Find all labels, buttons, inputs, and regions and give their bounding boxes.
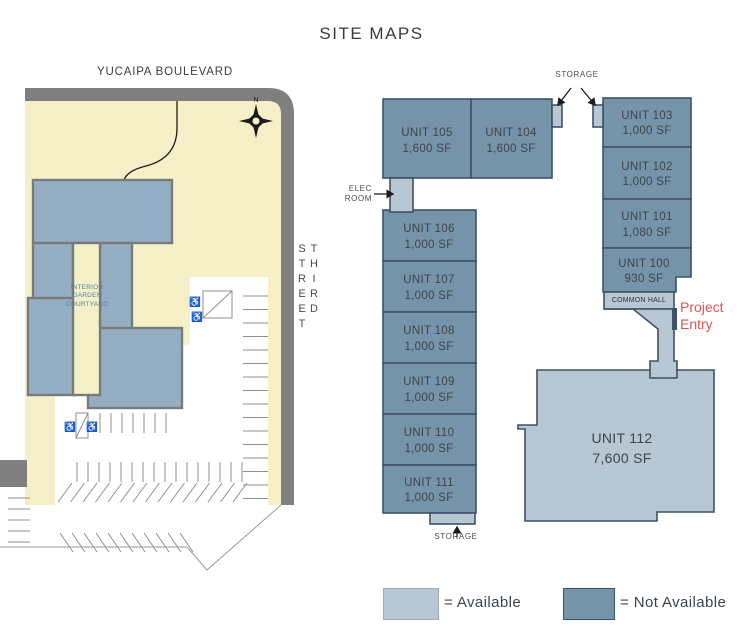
site-plan-svg: ♿ ♿ ♿ ♿ N — [0, 88, 294, 571]
svg-text:1,000 SF: 1,000 SF — [404, 443, 453, 455]
storage-box-right — [592, 104, 604, 128]
svg-text:1,000 SF: 1,000 SF — [622, 125, 671, 137]
unit-103-room — [602, 97, 692, 148]
unit-106-label: UNIT 106 — [403, 223, 454, 235]
unit-102-label: UNIT 102 — [621, 161, 672, 173]
unit-100-room — [602, 247, 692, 293]
unit-109-room — [382, 362, 477, 415]
wheelchair-icon: ♿ — [189, 296, 201, 308]
unit-101-room — [602, 198, 692, 249]
road-stub — [0, 460, 27, 487]
unit-104-label: UNIT 104 — [485, 127, 537, 139]
elec-room — [389, 177, 414, 213]
unit-107-room — [382, 260, 477, 313]
driveway-curve — [122, 101, 178, 184]
unit-108-label: UNIT 108 — [403, 325, 454, 337]
svg-text:930 SF: 930 SF — [625, 273, 664, 285]
svg-text:1,000 SF: 1,000 SF — [404, 341, 453, 353]
svg-text:1,000 SF: 1,000 SF — [404, 492, 453, 504]
common-hall-label: COMMON HALL — [611, 297, 667, 304]
building-complex — [26, 178, 184, 410]
unit-110-label: UNIT 110 — [404, 427, 455, 439]
unit-100-label: UNIT 100 — [618, 258, 669, 270]
unit-105-room — [382, 98, 472, 179]
entry-corridor — [604, 308, 678, 379]
interior-garden-courtyard — [71, 241, 102, 397]
entry-door — [672, 308, 677, 330]
page-title: SITE MAPS — [319, 24, 424, 43]
compass-icon: N — [239, 97, 273, 138]
storage-bottom-label: STORAGE — [434, 532, 478, 541]
svg-text:1,000 SF: 1,000 SF — [404, 290, 453, 302]
unit-108-room — [382, 311, 477, 364]
unit-104-room — [470, 98, 553, 179]
courtyard-label: INTERIOR GARDEN COURTYARD — [65, 284, 109, 308]
unit-106-room — [382, 209, 477, 262]
svg-text:1,000 SF: 1,000 SF — [404, 392, 453, 404]
svg-text:1,600 SF: 1,600 SF — [402, 143, 451, 155]
storage-top-label: STORAGE — [555, 70, 599, 79]
unit-labels: UNIT 105 1,600 SF UNIT 104 1,600 SF UNIT… — [401, 110, 672, 504]
parking-stall-lines — [8, 295, 268, 553]
wheelchair-icon: ♿ — [86, 421, 98, 433]
not-available-units — [382, 97, 692, 514]
legend-not-available-label: = Not Available — [620, 594, 727, 611]
lot-boundary — [0, 504, 282, 571]
unit-103-label: UNIT 103 — [621, 110, 672, 122]
svg-text:1,600 SF: 1,600 SF — [486, 143, 535, 155]
floor-plan-svg: UNIT 105 1,600 SF UNIT 104 1,600 SF UNIT… — [374, 87, 715, 537]
unit-112-label: UNIT 112 — [591, 430, 652, 446]
legend-not-available-swatch — [563, 588, 615, 620]
svg-text:1,000 SF: 1,000 SF — [404, 239, 453, 251]
svg-text:1,080 SF: 1,080 SF — [622, 227, 671, 239]
wheelchair-icon: ♿ — [191, 311, 203, 323]
unit-111-room — [382, 464, 477, 514]
annotation-arrows — [374, 87, 596, 537]
project-entry-label: Project Entry — [680, 299, 724, 332]
unit-111-label: UNIT 111 — [404, 477, 454, 489]
svg-text:1,000 SF: 1,000 SF — [622, 176, 671, 188]
unit-105-label: UNIT 105 — [401, 127, 452, 139]
street-label-yucaipa-boulevard: YUCAIPA BOULEVARD — [97, 66, 233, 78]
storage-box-left — [551, 104, 563, 128]
handicap-parking: ♿ ♿ ♿ ♿ — [64, 290, 233, 439]
unit-102-room — [602, 146, 692, 200]
legend-available-swatch — [383, 588, 439, 620]
unit-110-room — [382, 413, 477, 466]
service-spaces — [389, 104, 675, 525]
unit-101-label: UNIT 101 — [621, 211, 672, 223]
unit-109-label: UNIT 109 — [403, 376, 454, 388]
compass-n-label: N — [253, 97, 258, 104]
street-label-third-street: THIRD STREET — [296, 243, 320, 333]
elec-room-label: ELEC ROOM — [344, 184, 372, 203]
svg-text:7,600 SF: 7,600 SF — [592, 450, 651, 466]
wheelchair-icon: ♿ — [64, 421, 76, 433]
unit-112-room — [517, 369, 715, 522]
legend-available-label: = Available — [444, 594, 522, 611]
unit-107-label: UNIT 107 — [403, 274, 454, 286]
storage-box-bottom — [429, 512, 476, 525]
